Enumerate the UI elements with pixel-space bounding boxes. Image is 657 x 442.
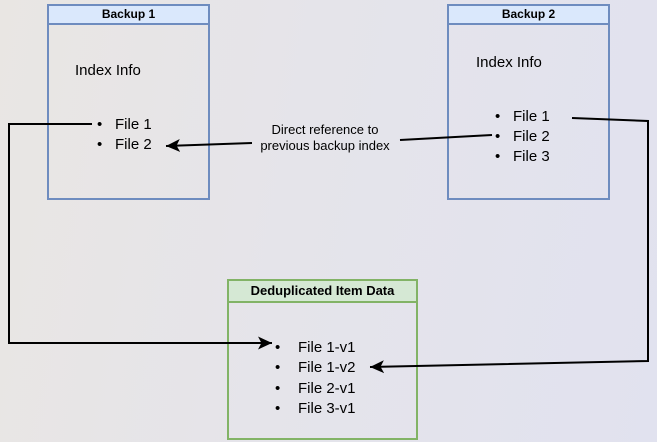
list-item: • File 1	[97, 114, 152, 134]
list-item: • File 2	[495, 126, 550, 146]
bullet-icon: •	[275, 400, 281, 418]
backup2-title: Backup 2	[449, 6, 608, 25]
list-item: • File 3	[495, 146, 550, 166]
backup2-file-2: File 2	[513, 127, 550, 145]
dedup-title: Deduplicated Item Data	[229, 281, 416, 303]
list-item: • File 1-v2	[275, 358, 356, 379]
dedup-file-1v1: File 1-v1	[298, 338, 356, 356]
bullet-icon: •	[97, 115, 103, 133]
backup1-file-2: File 2	[115, 135, 152, 153]
bullet-icon: •	[495, 107, 501, 125]
bullet-icon: •	[275, 379, 281, 397]
backup1-file-1: File 1	[115, 115, 152, 133]
list-item: • File 2-v1	[275, 378, 356, 399]
backup2-box: Backup 2	[447, 4, 610, 200]
backup2-index-info-label: Index Info	[476, 54, 542, 71]
backup2-file-list: • File 1 • File 2 • File 3	[495, 106, 550, 166]
direct-reference-annotation: Direct reference to previous backup inde…	[240, 122, 410, 154]
bullet-icon: •	[97, 135, 103, 153]
backup1-title: Backup 1	[49, 6, 208, 25]
dedup-box: Deduplicated Item Data	[227, 279, 418, 440]
annotation-line2: previous backup index	[260, 138, 390, 153]
bullet-icon: •	[275, 359, 281, 377]
dedup-file-list: • File 1-v1 • File 1-v2 • File 2-v1 • Fi…	[275, 337, 356, 419]
dedup-file-3v1: File 3-v1	[298, 400, 356, 418]
backup2-file-1: File 1	[513, 107, 550, 125]
backup2-file-3: File 3	[513, 147, 550, 165]
dedup-file-1v2: File 1-v2	[298, 359, 356, 377]
annotation-line1: Direct reference to	[271, 122, 379, 137]
backup1-file-list: • File 1 • File 2	[97, 114, 152, 154]
list-item: • File 1	[495, 106, 550, 126]
list-item: • File 3-v1	[275, 399, 356, 420]
backup1-index-info-label: Index Info	[75, 62, 141, 79]
list-item: • File 2	[97, 134, 152, 154]
bullet-icon: •	[495, 127, 501, 145]
bullet-icon: •	[275, 338, 281, 356]
bullet-icon: •	[495, 147, 501, 165]
backup1-box: Backup 1	[47, 4, 210, 200]
dedup-file-2v1: File 2-v1	[298, 379, 356, 397]
list-item: • File 1-v1	[275, 337, 356, 358]
